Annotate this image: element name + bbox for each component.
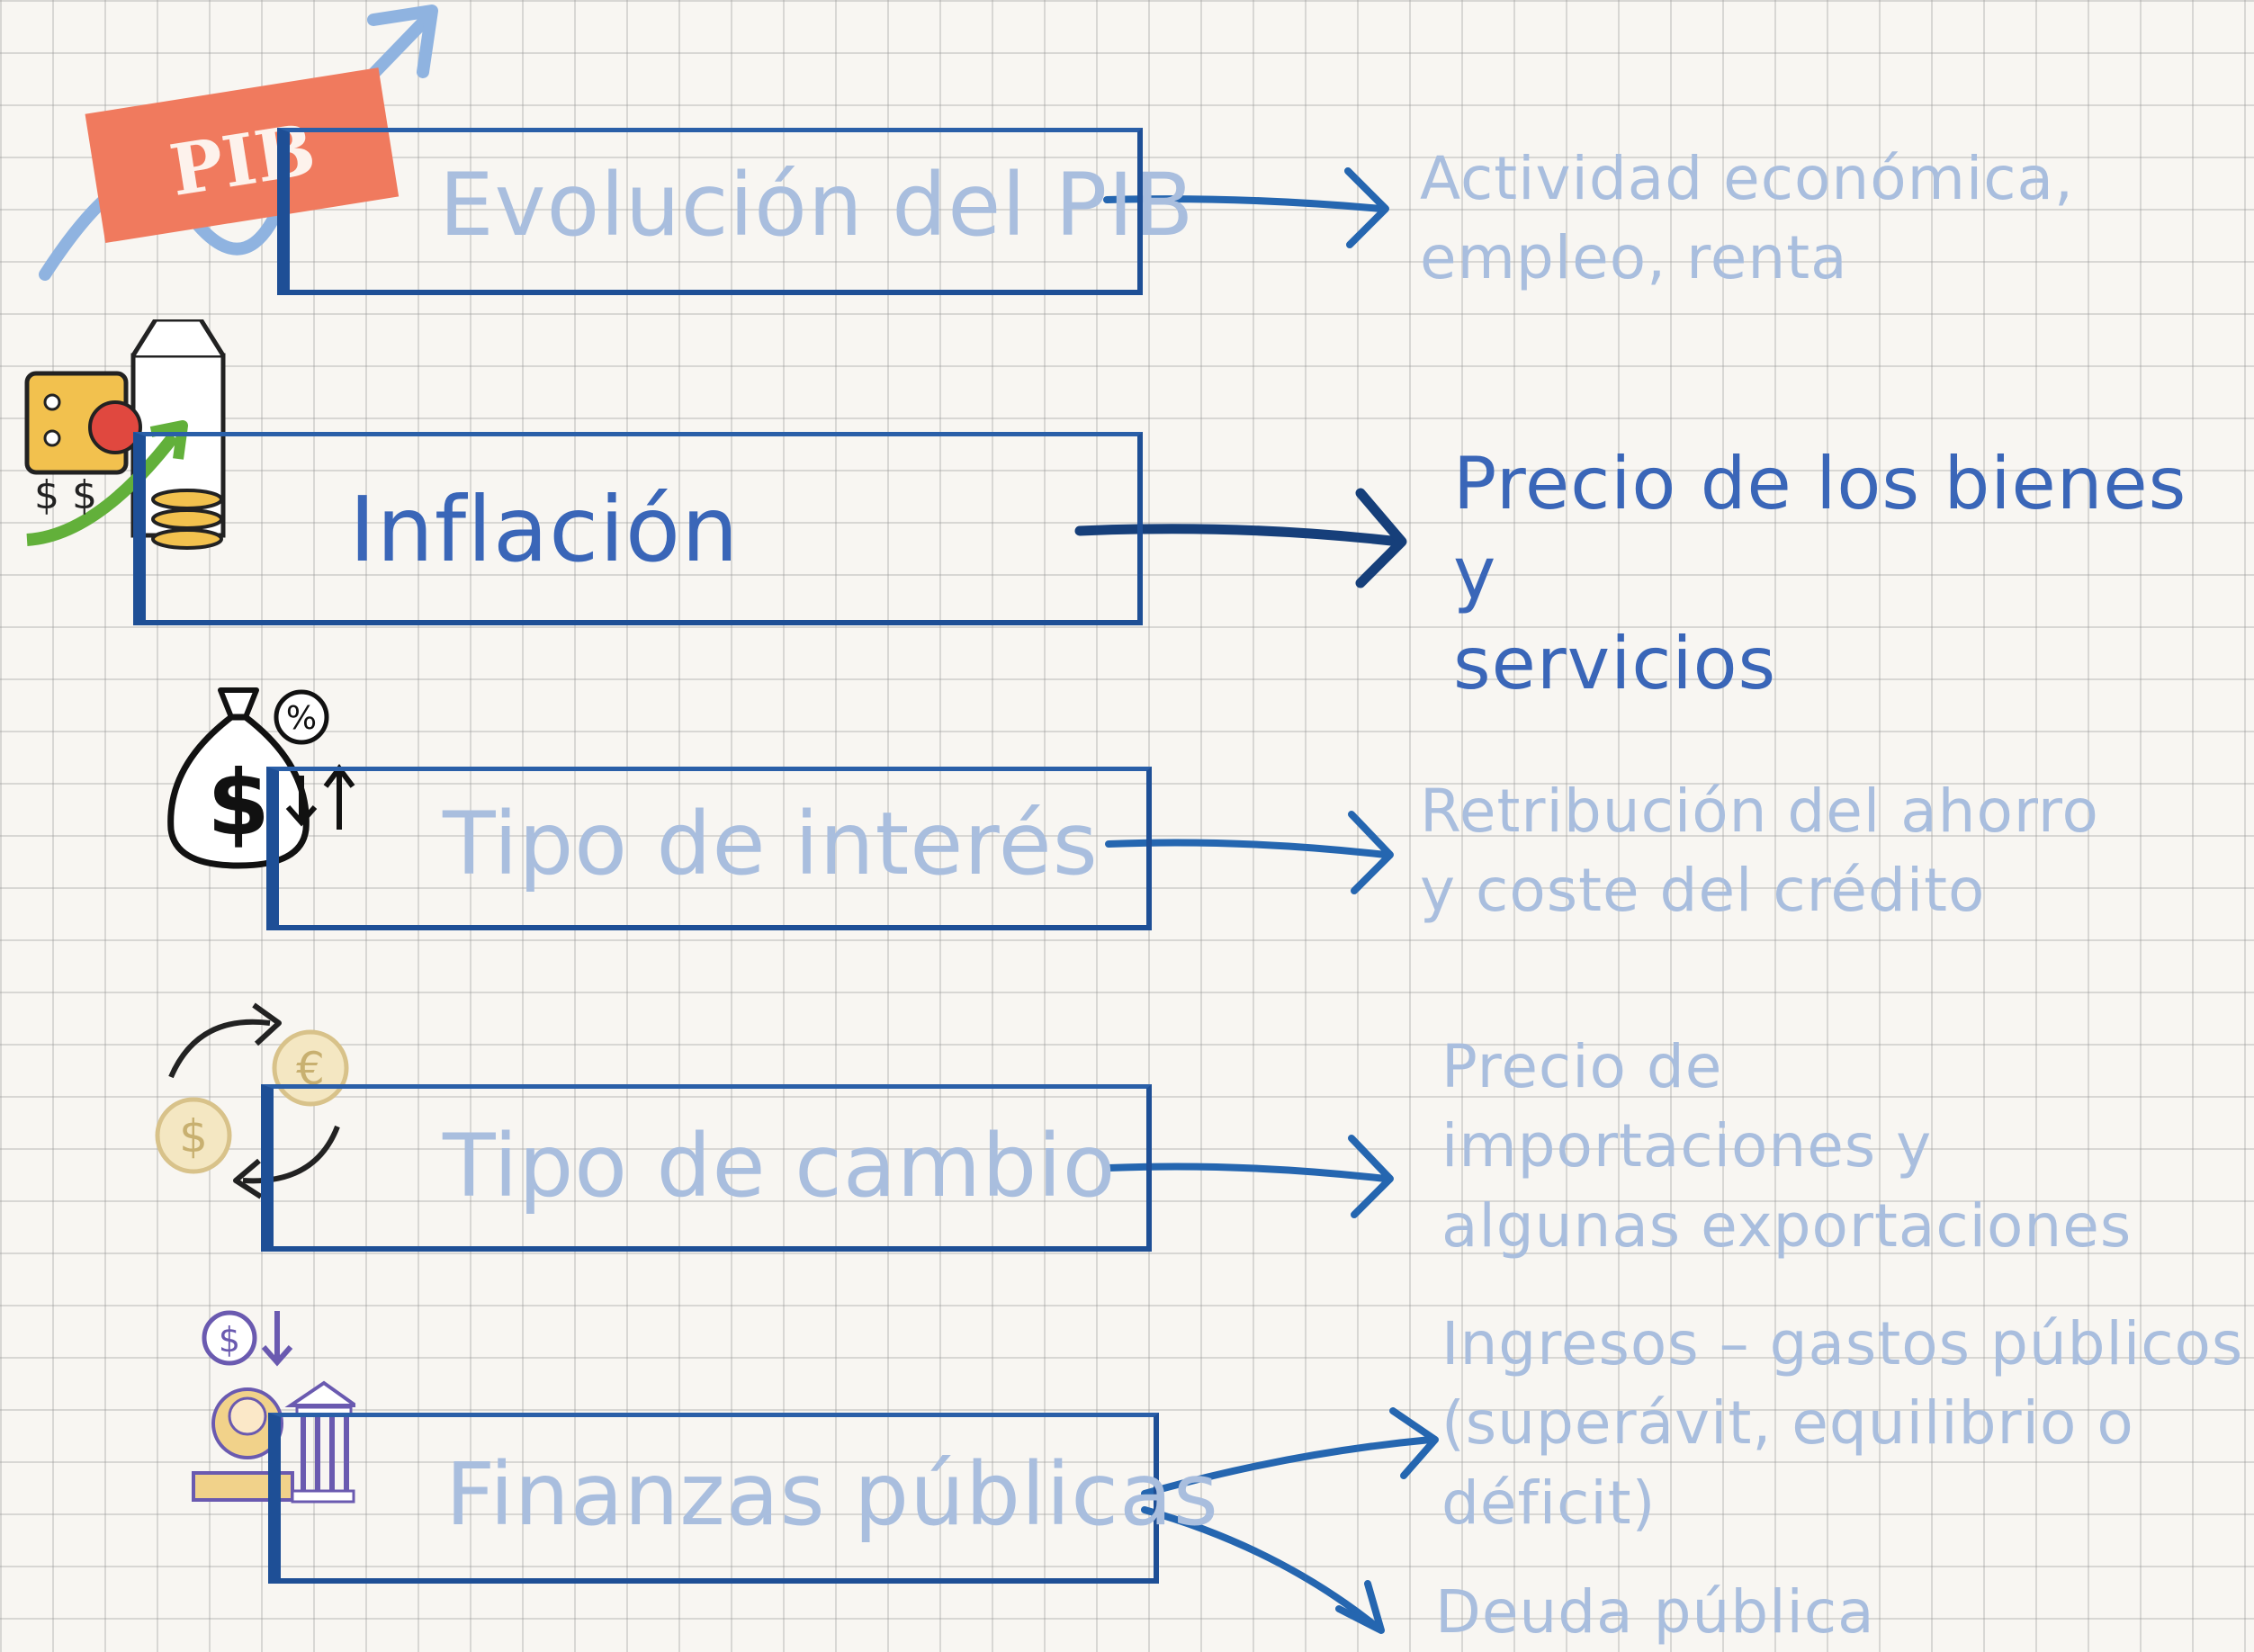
interest-label: Tipo de interés (443, 794, 1099, 894)
svg-text:$: $ (219, 1320, 240, 1360)
public-finance-icon: $ (192, 1310, 355, 1504)
interest-box (266, 767, 1152, 930)
exchange-arrow (1105, 1135, 1394, 1218)
finances-arrow-upper (1141, 1407, 1439, 1497)
inflation-label: Inflación (349, 477, 740, 582)
growth-chart-icon: PIB (39, 4, 438, 281)
interest-arrow (1105, 811, 1394, 894)
finances-arrow-lower (1141, 1506, 1385, 1634)
exchange-box (261, 1084, 1152, 1252)
interest-description: Retribución del ahorro y coste del crédi… (1420, 777, 2099, 926)
pib-description: Actividad económica, empleo, renta (1420, 144, 2074, 293)
inflation-box (133, 432, 1143, 625)
finances-description: Ingresos – gastos públicos (superávit, e… (1441, 1309, 2244, 1538)
exchange-label: Tipo de cambio (443, 1116, 1117, 1217)
svg-text:%: % (286, 700, 317, 737)
pib-box (277, 128, 1143, 295)
finances-debt-label: Deuda pública (1435, 1577, 1875, 1647)
exchange-description: Precio de importaciones y algunas export… (1441, 1032, 2133, 1261)
svg-text:$: $ (179, 1110, 208, 1163)
svg-text:$ $: $ $ (34, 472, 97, 518)
svg-text:$: $ (207, 750, 270, 856)
inflation-description: Precio de los bienes y servicios (1453, 442, 2187, 705)
pib-label: Evolución del PIB (439, 155, 1195, 256)
finances-label: Finanzas públicas (445, 1444, 1219, 1545)
inflation-arrow (1074, 488, 1407, 588)
finances-box (268, 1413, 1159, 1584)
